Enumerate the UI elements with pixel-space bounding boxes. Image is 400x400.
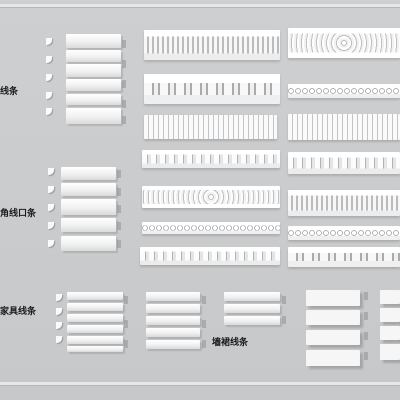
label-bottom-center: 墙裙线条 bbox=[212, 338, 249, 348]
label-mid-left: 角线口条 bbox=[0, 209, 37, 219]
label-bottom-left: 家具线条 bbox=[0, 307, 37, 317]
bottom-frame-edge bbox=[0, 382, 400, 385]
top-frame-edge bbox=[0, 4, 400, 7]
label-top-left: 线条 bbox=[0, 87, 19, 97]
